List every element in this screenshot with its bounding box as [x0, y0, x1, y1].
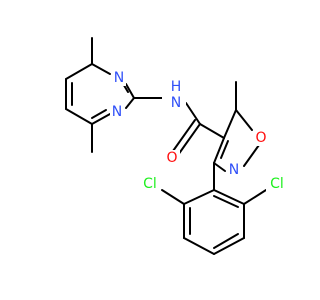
bond — [91, 109, 107, 119]
bond — [177, 123, 201, 156]
bond — [213, 162, 226, 172]
bond — [235, 109, 253, 131]
atom-pyrimidine-n-bottom: N — [112, 104, 122, 120]
atom-cl-right: Cl — [270, 176, 284, 192]
bond — [65, 63, 93, 80]
bond — [91, 113, 111, 125]
atom-amide-nh-h: H — [171, 79, 182, 95]
atom-isoxazole-n: N — [229, 162, 239, 178]
bonds — [65, 37, 267, 255]
bond — [243, 189, 267, 205]
bond — [199, 123, 225, 139]
bond — [220, 140, 229, 159]
bond — [213, 137, 225, 164]
atom-isoxazole-o: O — [255, 130, 266, 146]
atom-amide-nh-n: N — [171, 95, 181, 111]
bond — [223, 109, 237, 139]
bond — [213, 237, 245, 255]
bond — [183, 237, 215, 255]
atom-cl-left: Cl — [143, 176, 157, 192]
bond — [213, 233, 239, 249]
molecule-structure: N N H N O O N Cl Cl — [65, 37, 288, 255]
atom-labels: N N H N O O N Cl Cl — [110, 70, 288, 192]
bond — [125, 97, 135, 109]
bond — [185, 102, 201, 125]
bond — [213, 189, 245, 205]
bond — [183, 189, 215, 205]
bond — [65, 108, 93, 125]
atom-carbonyl-o: O — [166, 150, 177, 166]
bond — [213, 195, 239, 208]
bond — [243, 144, 260, 167]
bond — [91, 63, 111, 75]
bond — [161, 189, 185, 205]
bond — [125, 83, 135, 99]
atom-pyrimidine-n-top: N — [114, 70, 124, 86]
bond — [172, 119, 196, 152]
